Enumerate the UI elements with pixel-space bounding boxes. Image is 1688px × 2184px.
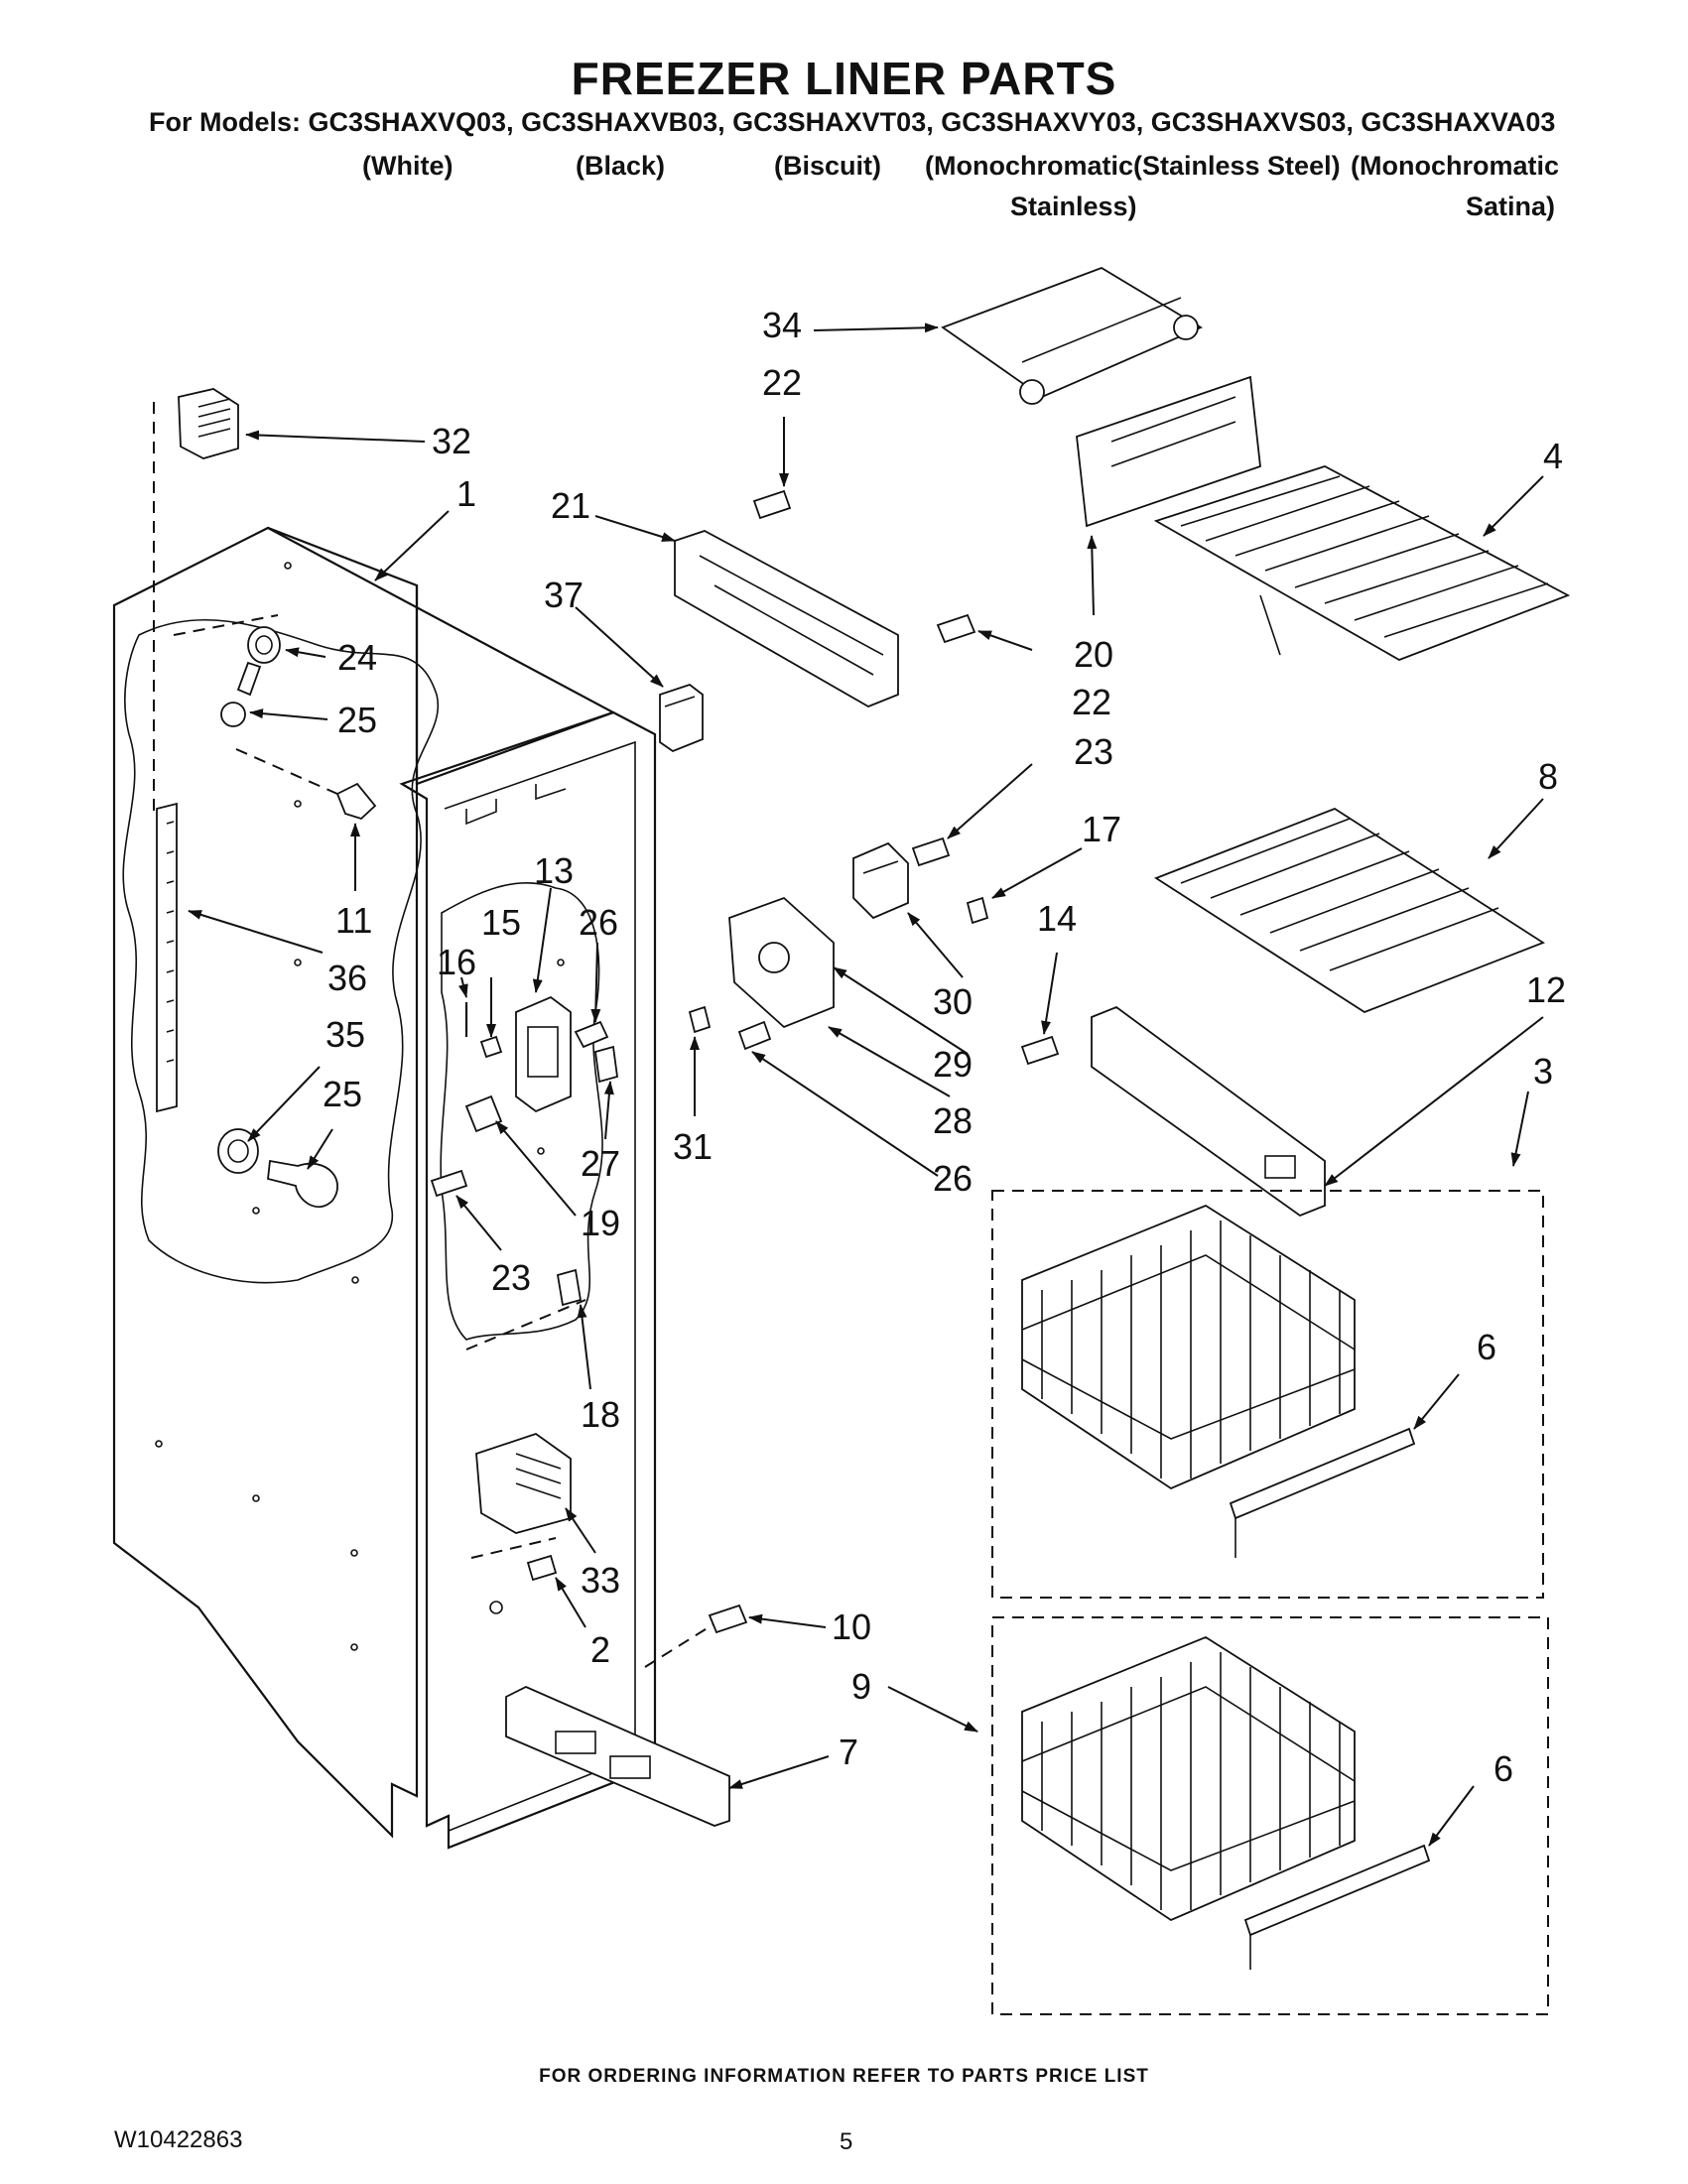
label-part-9: 9 bbox=[851, 1666, 871, 1707]
label-part-37: 37 bbox=[544, 575, 584, 615]
color-monochromatic-satina: (Monochromatic bbox=[1351, 151, 1560, 181]
label-part-24: 24 bbox=[337, 637, 377, 678]
part-37-cover bbox=[659, 683, 704, 753]
leader-arrows bbox=[188, 322, 1544, 1847]
part-20-cover-plate bbox=[1076, 375, 1261, 528]
label-part-1: 1 bbox=[456, 473, 476, 514]
part-9-basket-lower bbox=[1021, 1635, 1356, 1922]
label-part-12: 12 bbox=[1526, 969, 1566, 1010]
part-27-bracket bbox=[594, 1045, 618, 1084]
part-36-light-strip bbox=[156, 802, 178, 1113]
label-part-8: 8 bbox=[1538, 756, 1558, 797]
label-part-22-lower: 22 bbox=[1072, 682, 1111, 722]
part-19-switch bbox=[464, 1094, 503, 1133]
color-black: (Black) bbox=[576, 151, 666, 181]
label-part-36: 36 bbox=[327, 958, 367, 998]
label-part-28: 28 bbox=[933, 1100, 973, 1141]
label-part-23-left: 23 bbox=[491, 1257, 531, 1298]
part-31-knob bbox=[688, 1005, 712, 1034]
label-part-22-upper: 22 bbox=[762, 362, 802, 403]
part-23-screw-left bbox=[430, 1169, 468, 1198]
page-number: 5 bbox=[840, 2128, 853, 2155]
part-7-bottom-trim bbox=[505, 1686, 730, 1827]
part-29-control-housing bbox=[728, 896, 835, 1029]
label-part-26-left: 26 bbox=[579, 902, 618, 943]
label-part-25-lower: 25 bbox=[323, 1074, 362, 1114]
label-part-23-right: 23 bbox=[1074, 731, 1113, 772]
part-15-clip bbox=[479, 1035, 503, 1059]
part-33-duct bbox=[475, 1433, 572, 1534]
part-21-rail bbox=[674, 530, 899, 707]
color-white: (White) bbox=[362, 151, 454, 181]
label-part-26-right: 26 bbox=[933, 1158, 973, 1199]
color-monochromatic-stainless-line2: Stainless) bbox=[1010, 192, 1137, 221]
part-22-screw-lower bbox=[936, 613, 976, 644]
part-32-connector bbox=[178, 388, 239, 459]
label-part-17: 17 bbox=[1082, 809, 1121, 849]
part-3-basket-upper bbox=[1021, 1204, 1356, 1490]
label-part-25-upper: 25 bbox=[337, 700, 377, 740]
part-22-screw-upper bbox=[752, 489, 792, 520]
label-part-11: 11 bbox=[335, 900, 372, 941]
part-13-switch-housing bbox=[515, 995, 572, 1113]
part-26-screw-housing bbox=[737, 1020, 772, 1051]
part-11-clip bbox=[335, 782, 377, 821]
label-part-10: 10 bbox=[832, 1606, 871, 1647]
part-6-basket-trim-upper bbox=[1229, 1427, 1416, 1558]
page-title: FREEZER LINER PARTS bbox=[571, 53, 1117, 104]
part-2-screw bbox=[526, 1554, 558, 1582]
label-part-32: 32 bbox=[432, 421, 471, 461]
label-part-6-lower: 6 bbox=[1493, 1748, 1513, 1789]
models-line: For Models: GC3SHAXVQ03, GC3SHAXVB03, GC… bbox=[149, 107, 1556, 137]
part-12-slide-rail bbox=[1091, 1005, 1326, 1218]
part-17-bushing bbox=[966, 896, 989, 925]
part-25-bulb-lower bbox=[267, 1159, 338, 1208]
label-part-16: 16 bbox=[437, 942, 476, 982]
part-18-switch bbox=[556, 1268, 583, 1307]
part-30-control-board bbox=[852, 841, 909, 920]
part-23-screw-right bbox=[911, 836, 951, 867]
part-24-light-socket bbox=[236, 626, 281, 697]
document-number: W10422863 bbox=[114, 2126, 243, 2153]
part-10-screw bbox=[708, 1604, 748, 1634]
label-part-6-upper: 6 bbox=[1477, 1327, 1496, 1367]
part-14-screw bbox=[1020, 1035, 1060, 1066]
ordering-info-note: FOR ORDERING INFORMATION REFER TO PARTS … bbox=[539, 2066, 1149, 2087]
freezer-liner-cabinet bbox=[112, 402, 725, 1850]
basket-group-upper bbox=[991, 1190, 1544, 1599]
part-26-screw-flange bbox=[574, 1020, 609, 1049]
label-part-2: 2 bbox=[590, 1629, 610, 1670]
part-labels: 32 1 24 25 11 36 35 25 37 22 21 22 34 20… bbox=[323, 305, 1566, 1789]
label-part-30: 30 bbox=[933, 981, 973, 1022]
label-part-13: 13 bbox=[534, 850, 574, 891]
label-part-29: 29 bbox=[933, 1044, 973, 1085]
label-part-20: 20 bbox=[1074, 634, 1113, 675]
label-part-35: 35 bbox=[325, 1014, 365, 1055]
label-part-7: 7 bbox=[839, 1732, 858, 1772]
label-part-31: 31 bbox=[673, 1126, 713, 1167]
label-part-4: 4 bbox=[1543, 436, 1563, 476]
label-part-33: 33 bbox=[581, 1560, 620, 1601]
part-25-bulb-upper bbox=[220, 702, 246, 727]
part-6-basket-trim-lower bbox=[1243, 1844, 1431, 1970]
label-part-21: 21 bbox=[551, 485, 590, 526]
label-part-15: 15 bbox=[481, 902, 521, 943]
color-stainless-steel: (Stainless Steel) bbox=[1133, 151, 1341, 181]
part-8-shelf bbox=[1154, 807, 1545, 1014]
color-biscuit: (Biscuit) bbox=[774, 151, 881, 181]
label-part-14: 14 bbox=[1037, 898, 1077, 939]
color-monochromatic-satina-line2: Satina) bbox=[1466, 192, 1556, 221]
label-part-27: 27 bbox=[581, 1143, 620, 1184]
label-part-19: 19 bbox=[581, 1203, 620, 1243]
label-part-34: 34 bbox=[762, 305, 802, 345]
label-part-3: 3 bbox=[1533, 1051, 1553, 1092]
color-monochromatic-stainless: (Monochromatic bbox=[925, 151, 1134, 181]
basket-group-lower bbox=[991, 1616, 1549, 2015]
part-4-wire-shelf bbox=[1153, 465, 1571, 661]
part-34-hinge-bracket bbox=[941, 267, 1203, 405]
label-part-18: 18 bbox=[581, 1394, 620, 1435]
